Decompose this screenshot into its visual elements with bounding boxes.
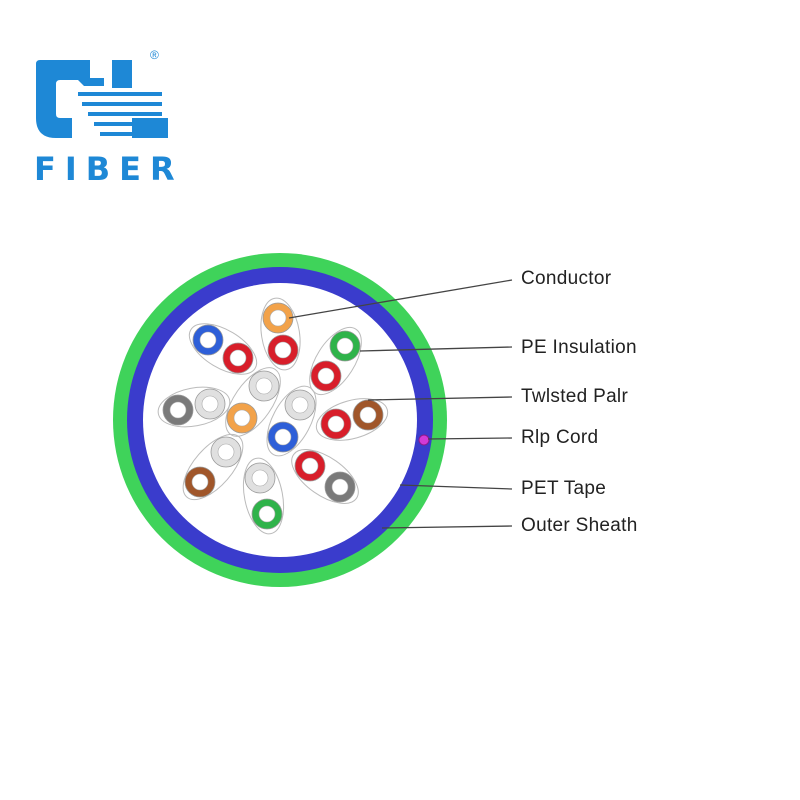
twisted-pair-5: [225, 367, 281, 437]
company-logo: [36, 60, 168, 138]
leader-pet-tape: [399, 484, 513, 490]
label-rip-cord: Rlp Cord: [521, 427, 599, 448]
leader-outer-sheath: [381, 525, 513, 529]
wire-a-conductor: [169, 401, 187, 419]
twisted-pair-2: [188, 323, 258, 375]
twisted-pair-10: [291, 449, 359, 504]
label-pet-tape: PET Tape: [521, 478, 607, 499]
leader-twisted-pair: [367, 396, 513, 401]
leader-rip-cord: [427, 437, 513, 440]
rip-cord: [418, 434, 430, 446]
wire-b-conductor: [317, 367, 335, 385]
logo-wordmark: FIBER: [34, 150, 184, 188]
wire-a-conductor: [233, 409, 251, 427]
twisted-pair-3: [309, 327, 362, 395]
wire-a-conductor: [301, 457, 319, 475]
wire-b-conductor: [229, 349, 247, 367]
twisted-pair-4: [157, 386, 231, 428]
pair-twist-outline: [315, 398, 389, 441]
wire-a-conductor: [199, 331, 217, 349]
wire-a-conductor: [336, 337, 354, 355]
pair-twist-outline: [188, 323, 258, 375]
pair-twist-outline: [309, 327, 362, 395]
registered-mark: ®: [150, 48, 159, 62]
wire-a-conductor: [191, 473, 209, 491]
wire-a-conductor: [258, 505, 276, 523]
label-pe-insulation: PE Insulation: [521, 337, 637, 358]
wire-b-conductor: [201, 395, 219, 413]
twisted-pair-8: [182, 433, 244, 501]
pair-twist-outline: [242, 457, 285, 535]
wire-a-conductor: [274, 428, 292, 446]
wire-b-conductor: [331, 478, 349, 496]
pair-twist-outline: [291, 449, 359, 504]
wire-b-conductor: [327, 415, 345, 433]
label-outer-sheath: Outer Sheath: [521, 515, 638, 536]
twisted-pair-9: [242, 457, 285, 535]
twisted-pair-1: [260, 297, 301, 371]
wire-b-conductor: [251, 469, 269, 487]
label-conductor: Conductor: [521, 268, 612, 289]
wire-b-conductor: [255, 377, 273, 395]
wire-b-conductor: [291, 396, 309, 414]
leader-pe-insulation: [359, 346, 513, 352]
pair-twist-outline: [182, 433, 244, 501]
twisted-pair-6: [266, 385, 317, 457]
label-twisted-pair: Twlsted Palr: [521, 386, 629, 407]
pair-twist-outline: [157, 386, 231, 428]
leader-conductor: [288, 279, 513, 319]
pair-twist-outline: [260, 297, 301, 371]
wire-a-conductor: [269, 309, 287, 327]
wire-b-conductor: [274, 341, 292, 359]
pair-twist-outline: [266, 385, 317, 457]
wire-b-conductor: [217, 443, 235, 461]
wire-a-conductor: [359, 406, 377, 424]
